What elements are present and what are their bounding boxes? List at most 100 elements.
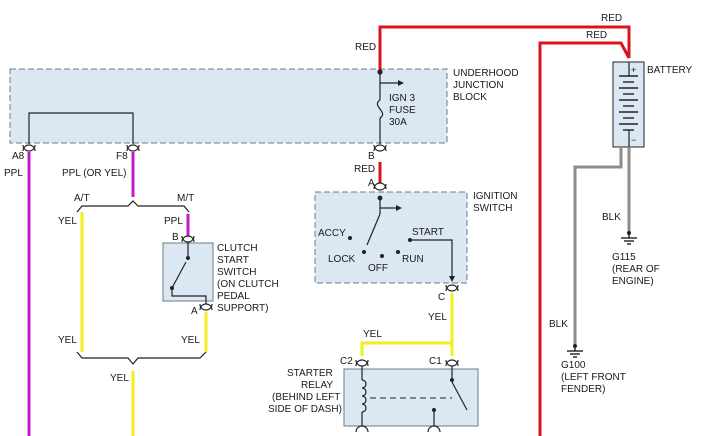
label-ppl-or-yel: PPL (OR YEL) bbox=[62, 168, 126, 179]
fuse-bus-arrow bbox=[398, 80, 404, 86]
off-contact bbox=[380, 254, 384, 258]
label-accy: ACCY bbox=[318, 228, 346, 239]
label-underhood-1: UNDERHOOD bbox=[453, 68, 519, 79]
start-wire bbox=[410, 239, 453, 278]
clutch-connector-a bbox=[199, 303, 213, 311]
label-relay-1: STARTER bbox=[287, 368, 333, 379]
label-fuse-3: 30A bbox=[389, 117, 407, 128]
label-at: A/T bbox=[74, 193, 90, 204]
relay-connector-c2 bbox=[355, 359, 369, 367]
clutch-connector-b bbox=[181, 235, 195, 243]
label-yel-c: YEL bbox=[428, 312, 447, 323]
fuse-symbol bbox=[376, 99, 384, 119]
ignition-connector-c bbox=[445, 284, 459, 292]
label-f8: F8 bbox=[116, 151, 128, 162]
label-lock: LOCK bbox=[328, 254, 356, 265]
ignition-blade bbox=[366, 213, 381, 246]
label-g115-1: G115 bbox=[612, 252, 636, 263]
label-g100-2: (LEFT FRONT bbox=[561, 372, 626, 383]
label-g115-2: (REAR OF bbox=[612, 264, 660, 275]
label-red-top2: RED bbox=[586, 30, 607, 41]
label-yel-low-left: YEL bbox=[58, 335, 77, 346]
label-relay-2: RELAY bbox=[301, 380, 333, 391]
label-blk-right: BLK bbox=[602, 212, 621, 223]
clutch-blade bbox=[171, 261, 187, 289]
ignition-connector-a-open bbox=[373, 183, 387, 191]
label-ppl-mt: PPL bbox=[164, 216, 183, 227]
relay-coil bbox=[361, 379, 367, 413]
label-clutch-b: B bbox=[172, 232, 179, 243]
run-contact bbox=[396, 250, 400, 254]
label-g100-1: G100 bbox=[561, 360, 586, 371]
label-fuse-2: FUSE bbox=[389, 105, 416, 116]
label-yel-low-right: YEL bbox=[181, 335, 200, 346]
connector-a8-open bbox=[22, 144, 36, 152]
connector-fuse-b bbox=[373, 144, 387, 152]
g100-node bbox=[573, 344, 577, 348]
relay-connector-c1 bbox=[445, 359, 459, 367]
label-c1: C1 bbox=[429, 356, 442, 367]
label-clutch-3: SWITCH bbox=[217, 267, 256, 278]
label-ignition-1: IGNITION bbox=[473, 191, 517, 202]
label-fuse-1: IGN 3 bbox=[389, 93, 416, 104]
clutch-connector-b-outer bbox=[181, 235, 195, 243]
relay-connector-c2-outer bbox=[355, 359, 369, 367]
connector-f8 bbox=[126, 144, 140, 152]
label-clutch-5: PEDAL bbox=[217, 291, 250, 302]
label-red-b: RED bbox=[354, 164, 375, 175]
label-yel-relay-top: YEL bbox=[363, 329, 382, 340]
label-battery-plus: + bbox=[631, 65, 636, 75]
red-wire-battery-to-starter bbox=[538, 41, 631, 436]
yel-merge-bracket bbox=[76, 351, 207, 365]
label-clutch-4: (ON CLUTCH bbox=[217, 279, 279, 290]
label-term-c: C bbox=[438, 292, 445, 303]
label-clutch-2: START bbox=[217, 255, 249, 266]
accy-contact bbox=[348, 236, 352, 240]
label-red-top: RED bbox=[601, 13, 622, 24]
label-blk-left: BLK bbox=[549, 319, 568, 330]
label-ignition-2: SWITCH bbox=[473, 203, 512, 214]
label-underhood-2: JUNCTION bbox=[453, 80, 504, 91]
start-arrow bbox=[449, 276, 455, 282]
label-clutch-6: SUPPORT) bbox=[217, 303, 269, 314]
clutch-lead-bottom bbox=[171, 288, 207, 304]
label-term-a: A bbox=[368, 178, 375, 189]
label-underhood-3: BLOCK bbox=[453, 92, 487, 103]
lock-contact bbox=[362, 250, 366, 254]
blk-wire-g100 bbox=[573, 148, 623, 345]
clutch-contact-top bbox=[186, 256, 190, 260]
label-start: START bbox=[412, 227, 444, 238]
label-battery-minus: − bbox=[631, 135, 636, 145]
relay-switch-contact bbox=[450, 378, 454, 382]
label-term-b: B bbox=[368, 151, 375, 162]
label-yel-bottom: YEL bbox=[110, 373, 129, 384]
ignition-switch-box bbox=[314, 191, 468, 284]
relay-connector-bottom-right bbox=[427, 425, 441, 433]
label-relay-4: SIDE OF DASH) bbox=[268, 404, 342, 415]
label-run: RUN bbox=[402, 254, 424, 265]
relay-connector-c1-outer bbox=[445, 359, 459, 367]
label-c2: C2 bbox=[340, 356, 353, 367]
red-wire-fuse-to-battery bbox=[378, 25, 631, 70]
label-ppl: PPL bbox=[4, 168, 23, 179]
relay-switch-blade bbox=[451, 381, 468, 411]
underhood-junction-block-box bbox=[9, 68, 448, 144]
label-clutch-1: CLUTCH bbox=[217, 243, 258, 254]
ignition-connector-c-outer bbox=[445, 284, 459, 292]
label-yel-at: YEL bbox=[58, 216, 77, 227]
yel-wire-relay-top bbox=[360, 341, 452, 356]
label-red-left: RED bbox=[355, 42, 376, 53]
label-clutch-a: A bbox=[191, 306, 198, 317]
at-mt-bracket bbox=[76, 200, 190, 213]
relay-connector-bottom-left bbox=[355, 425, 369, 433]
label-a8: A8 bbox=[12, 151, 25, 162]
connector-a8 bbox=[22, 144, 36, 152]
connector-f8-open bbox=[126, 144, 140, 152]
g115-node bbox=[627, 231, 631, 235]
connector-fuse-b-open bbox=[373, 144, 387, 152]
label-g100-3: FENDER) bbox=[561, 384, 605, 395]
label-off: OFF bbox=[368, 263, 388, 274]
label-mt: M/T bbox=[177, 193, 194, 204]
junction-internal-wire bbox=[28, 112, 134, 144]
